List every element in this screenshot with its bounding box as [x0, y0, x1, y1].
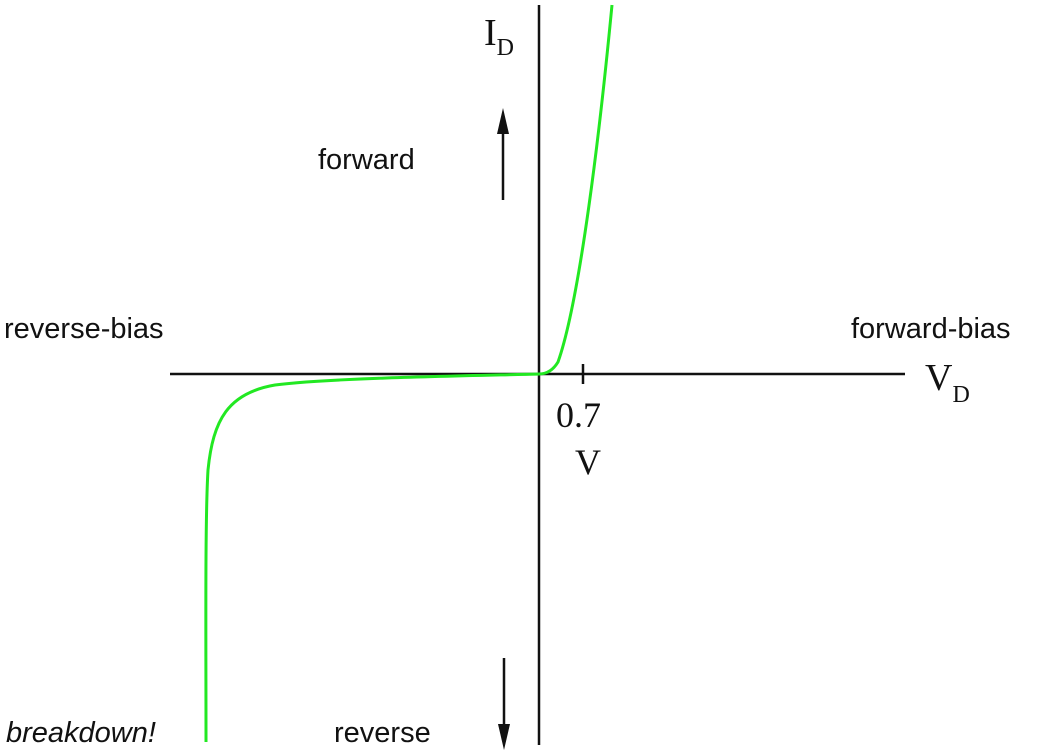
breakdown-label: breakdown! — [6, 717, 156, 749]
x-axis-label-subscript: D — [952, 382, 969, 408]
reverse-label: reverse — [334, 717, 431, 749]
diode-curve — [204, 4, 614, 743]
forward-bias-label: forward-bias — [851, 313, 1011, 345]
arrow-up-icon — [497, 108, 509, 200]
tick-value-label: 0.7 — [556, 395, 601, 435]
reverse-bias-label: reverse-bias — [4, 313, 164, 345]
arrow-down-icon — [498, 658, 510, 750]
tick-unit-label: V — [575, 442, 601, 482]
forward-label: forward — [318, 144, 415, 176]
x-axis-label: VD — [925, 357, 970, 408]
y-axis-label-subscript: D — [497, 35, 514, 61]
y-axis-label: ID — [484, 12, 514, 61]
